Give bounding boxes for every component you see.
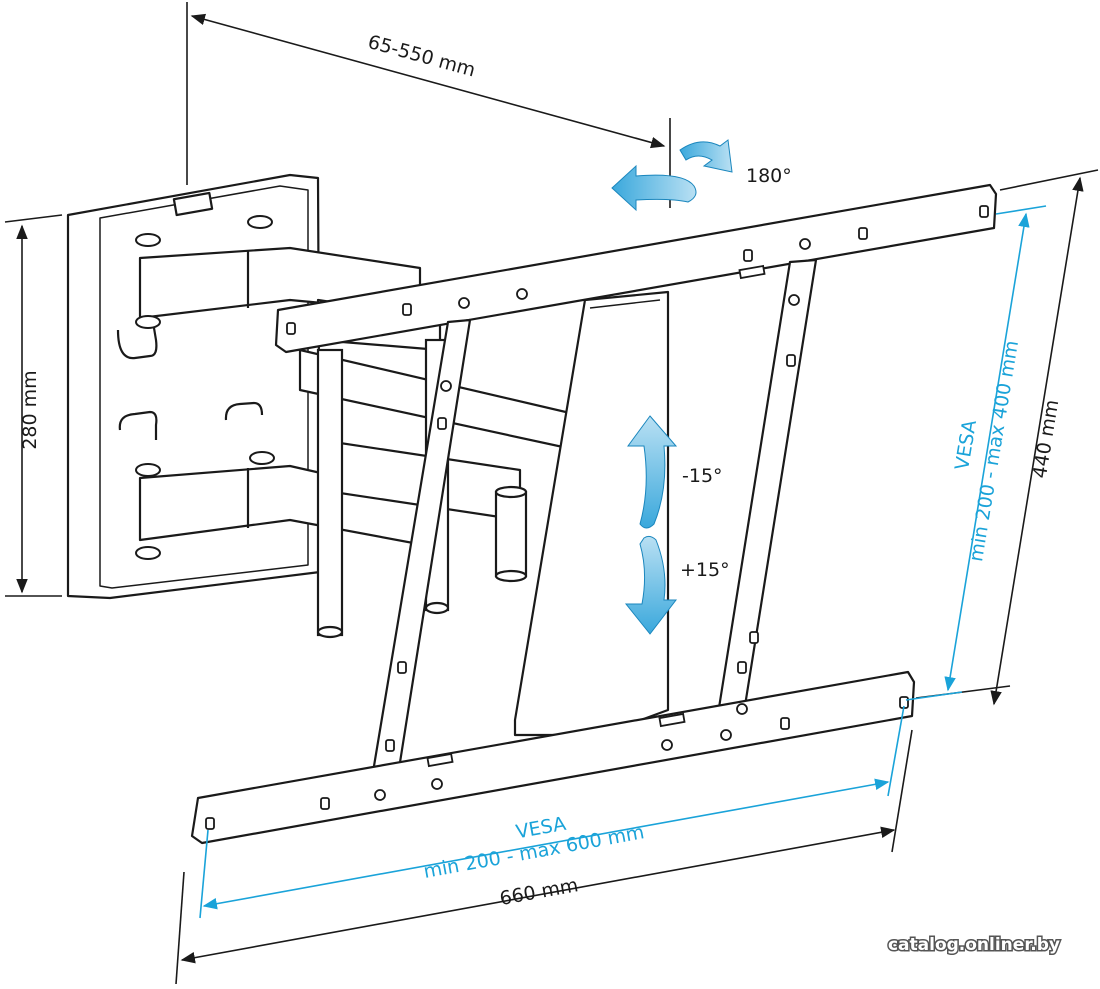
arm-extension-label: 65-550 mm (365, 31, 477, 82)
tilt-up-angle-label: -15° (682, 465, 723, 487)
wall-bolts (135, 215, 275, 560)
wall-height-label: 280 mm (19, 370, 41, 449)
swivel-arrow-icon (611, 139, 733, 212)
vesa-vertical-dimension (905, 205, 1047, 701)
tilt-down-angle-label: +15° (680, 559, 730, 581)
arm-extension-dimension (186, 2, 671, 208)
tilt-up-arrow-icon (627, 415, 678, 529)
watermark: catalog.onliner.by (888, 935, 1060, 955)
plate-slots (426, 264, 766, 768)
swivel-angle-label: 180° (746, 165, 792, 187)
vesa-horizontal-dimension (199, 705, 905, 919)
wall-height-dimension (4, 214, 63, 597)
vesa-vertical-title: VESA (951, 418, 981, 471)
tilt-down-arrow-icon (624, 535, 678, 635)
tv-width-label: 660 mm (498, 874, 580, 910)
wall-plate (66, 173, 322, 600)
tv-height-label: 440 mm (1029, 398, 1064, 480)
